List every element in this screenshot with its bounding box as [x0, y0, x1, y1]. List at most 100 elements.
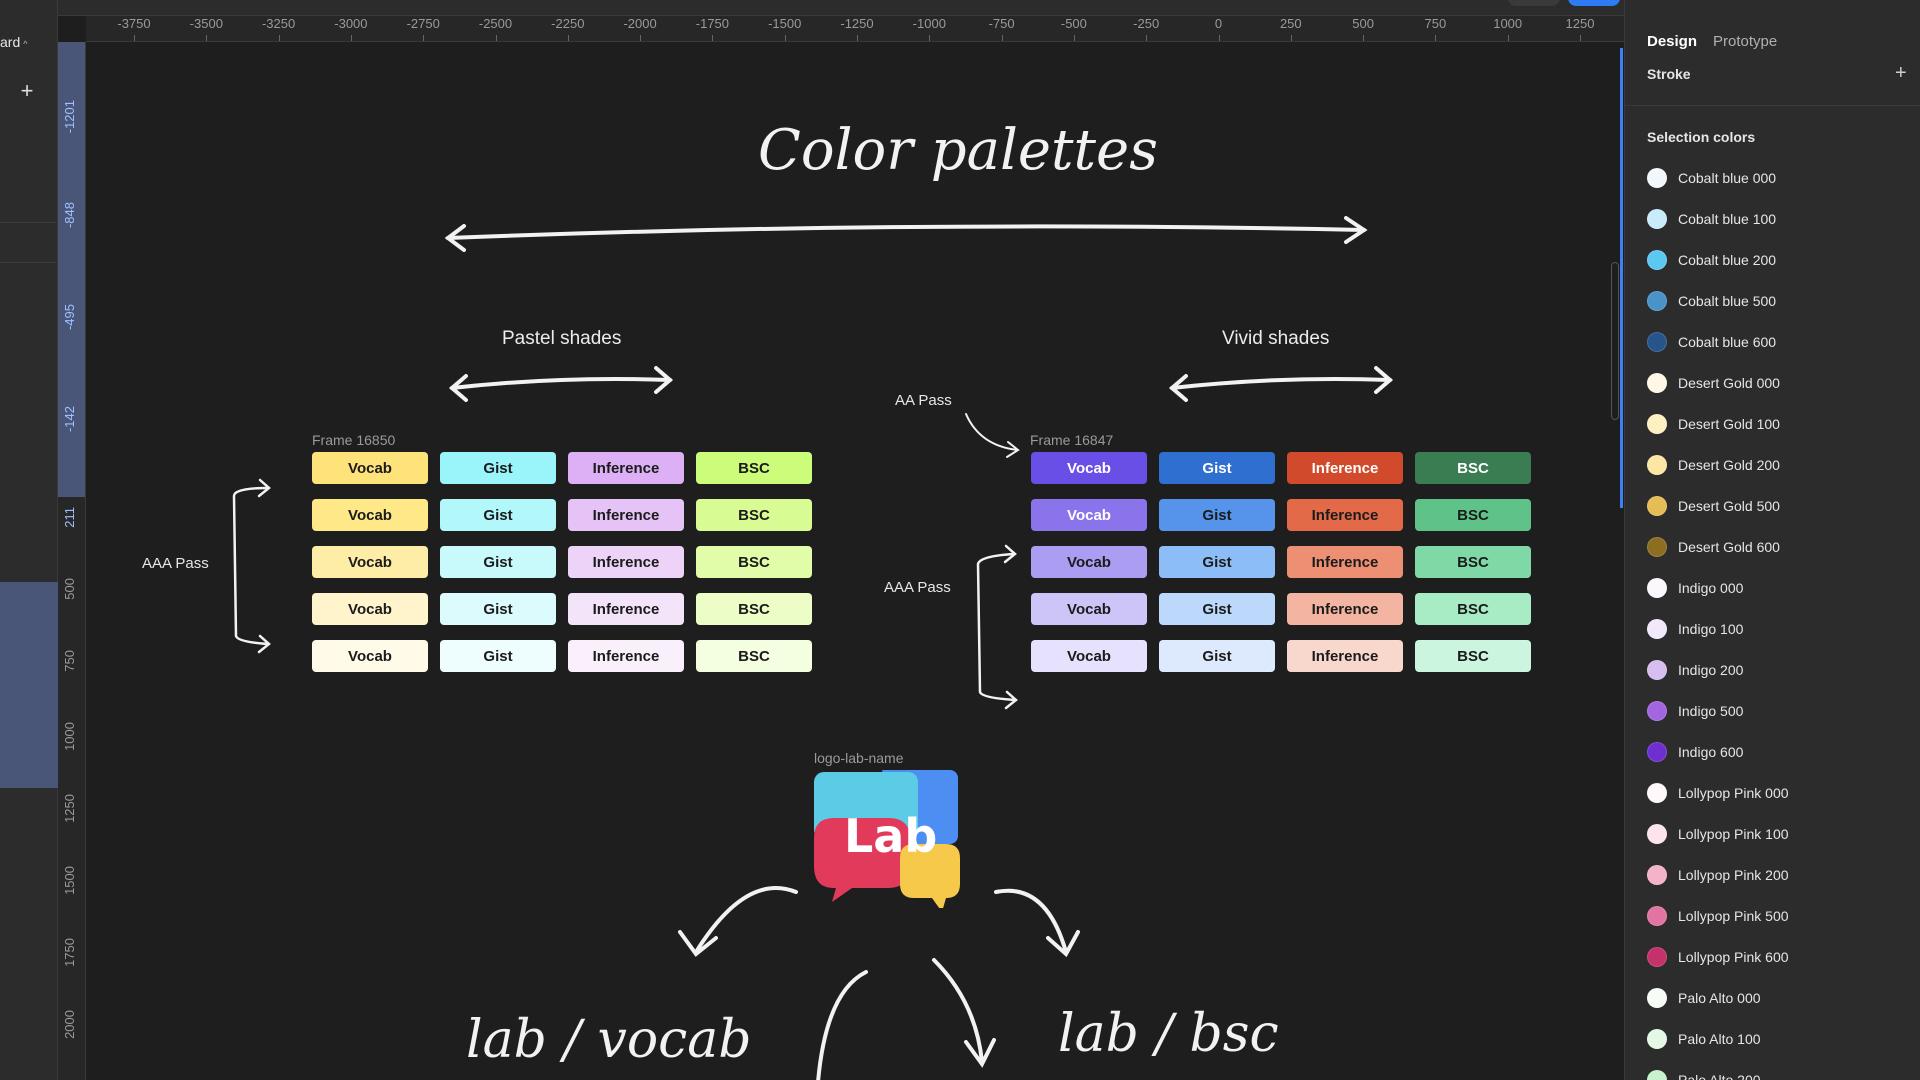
- color-swatch[interactable]: [1647, 783, 1667, 803]
- palette-chip[interactable]: BSC: [1415, 499, 1531, 531]
- palette-chip[interactable]: Inference: [1287, 593, 1403, 625]
- vivid-frame-label[interactable]: Frame 16847: [1030, 432, 1114, 448]
- color-swatch[interactable]: [1647, 701, 1667, 721]
- color-swatch[interactable]: [1647, 209, 1667, 229]
- palette-chip[interactable]: Gist: [440, 452, 556, 484]
- selection-color-item[interactable]: Indigo 600: [1647, 740, 1743, 764]
- plus-icon[interactable]: +: [20, 78, 34, 103]
- pastel-frame-label[interactable]: Frame 16850: [312, 432, 396, 448]
- selection-color-item[interactable]: Lollypop Pink 600: [1647, 945, 1789, 969]
- palette-chip[interactable]: Vocab: [312, 593, 428, 625]
- selection-color-item[interactable]: Indigo 200: [1647, 658, 1743, 682]
- palette-chip[interactable]: Gist: [440, 499, 556, 531]
- palette-chip[interactable]: BSC: [1415, 452, 1531, 484]
- palette-chip[interactable]: Inference: [568, 640, 684, 672]
- palette-chip[interactable]: Inference: [1287, 640, 1403, 672]
- color-swatch[interactable]: [1647, 578, 1667, 598]
- palette-chip[interactable]: BSC: [696, 640, 812, 672]
- selection-color-item[interactable]: Cobalt blue 100: [1647, 207, 1776, 231]
- palette-chip[interactable]: BSC: [1415, 640, 1531, 672]
- tab-design[interactable]: Design: [1647, 33, 1698, 50]
- palette-chip[interactable]: Inference: [568, 593, 684, 625]
- selection-color-item[interactable]: Desert Gold 500: [1647, 494, 1780, 518]
- palette-chip[interactable]: Vocab: [1031, 640, 1147, 672]
- selection-color-item[interactable]: Cobalt blue 500: [1647, 289, 1776, 313]
- color-swatch[interactable]: [1647, 1029, 1667, 1049]
- palette-chip[interactable]: BSC: [1415, 546, 1531, 578]
- color-swatch[interactable]: [1647, 455, 1667, 475]
- color-swatch[interactable]: [1647, 865, 1667, 885]
- panel-resize-handle[interactable]: [1620, 48, 1623, 508]
- selection-color-item[interactable]: Palo Alto 100: [1647, 1027, 1761, 1051]
- toolbar-toggle[interactable]: [1508, 0, 1560, 6]
- palette-chip[interactable]: Vocab: [1031, 546, 1147, 578]
- share-button[interactable]: [1568, 0, 1620, 6]
- selection-color-item[interactable]: Palo Alto 200: [1647, 1068, 1761, 1080]
- selection-color-item[interactable]: Desert Gold 100: [1647, 412, 1780, 436]
- color-swatch[interactable]: [1647, 168, 1667, 188]
- palette-chip[interactable]: Vocab: [1031, 499, 1147, 531]
- color-swatch[interactable]: [1647, 414, 1667, 434]
- selection-color-item[interactable]: Lollypop Pink 500: [1647, 904, 1789, 928]
- color-swatch[interactable]: [1647, 988, 1667, 1008]
- color-swatch[interactable]: [1647, 906, 1667, 926]
- palette-chip[interactable]: Gist: [1159, 593, 1275, 625]
- palette-chip[interactable]: Vocab: [312, 640, 428, 672]
- selection-color-item[interactable]: Lollypop Pink 000: [1647, 781, 1789, 805]
- selection-color-item[interactable]: Cobalt blue 200: [1647, 248, 1776, 272]
- page-selector[interactable]: ard^: [0, 34, 27, 50]
- color-swatch[interactable]: [1647, 660, 1667, 680]
- palette-chip[interactable]: Vocab: [1031, 593, 1147, 625]
- selection-color-item[interactable]: Indigo 000: [1647, 576, 1743, 600]
- selected-layer-highlight[interactable]: [0, 582, 58, 788]
- selection-color-item[interactable]: Indigo 500: [1647, 699, 1743, 723]
- palette-chip[interactable]: Gist: [1159, 546, 1275, 578]
- palette-chip[interactable]: Inference: [568, 452, 684, 484]
- vertical-scrollbar[interactable]: [1611, 262, 1619, 420]
- palette-chip[interactable]: Gist: [1159, 499, 1275, 531]
- color-swatch[interactable]: [1647, 947, 1667, 967]
- color-swatch[interactable]: [1647, 742, 1667, 762]
- palette-chip[interactable]: Gist: [440, 593, 556, 625]
- selection-color-item[interactable]: Lollypop Pink 200: [1647, 863, 1789, 887]
- palette-chip[interactable]: Vocab: [1031, 452, 1147, 484]
- tab-prototype[interactable]: Prototype: [1713, 33, 1778, 50]
- color-swatch[interactable]: [1647, 250, 1667, 270]
- palette-chip[interactable]: BSC: [696, 546, 812, 578]
- palette-chip[interactable]: Gist: [440, 546, 556, 578]
- color-swatch[interactable]: [1647, 537, 1667, 557]
- color-swatch[interactable]: [1647, 619, 1667, 639]
- selection-color-item[interactable]: Desert Gold 000: [1647, 371, 1780, 395]
- palette-chip[interactable]: Inference: [568, 546, 684, 578]
- selection-color-item[interactable]: Indigo 100: [1647, 617, 1743, 641]
- palette-chip[interactable]: Gist: [440, 640, 556, 672]
- palette-chip[interactable]: Inference: [1287, 452, 1403, 484]
- selection-color-item[interactable]: Cobalt blue 600: [1647, 330, 1776, 354]
- selection-color-item[interactable]: Lollypop Pink 100: [1647, 822, 1789, 846]
- palette-chip[interactable]: Inference: [1287, 546, 1403, 578]
- color-swatch[interactable]: [1647, 332, 1667, 352]
- lab-logo[interactable]: Lab: [814, 768, 960, 908]
- palette-chip[interactable]: BSC: [696, 499, 812, 531]
- palette-chip[interactable]: Inference: [568, 499, 684, 531]
- palette-chip[interactable]: BSC: [696, 593, 812, 625]
- selection-color-item[interactable]: Desert Gold 200: [1647, 453, 1780, 477]
- palette-chip[interactable]: Vocab: [312, 546, 428, 578]
- palette-chip[interactable]: Gist: [1159, 452, 1275, 484]
- color-swatch[interactable]: [1647, 291, 1667, 311]
- palette-chip[interactable]: BSC: [696, 452, 812, 484]
- palette-chip[interactable]: Gist: [1159, 640, 1275, 672]
- palette-chip[interactable]: Vocab: [312, 499, 428, 531]
- logo-frame-label[interactable]: logo-lab-name: [814, 750, 904, 766]
- selection-color-item[interactable]: Desert Gold 600: [1647, 535, 1780, 559]
- plus-icon[interactable]: +: [1895, 62, 1907, 84]
- selection-color-item[interactable]: Palo Alto 000: [1647, 986, 1761, 1010]
- palette-chip[interactable]: Inference: [1287, 499, 1403, 531]
- color-swatch[interactable]: [1647, 1070, 1667, 1080]
- color-swatch[interactable]: [1647, 824, 1667, 844]
- color-swatch[interactable]: [1647, 373, 1667, 393]
- palette-chip[interactable]: Vocab: [312, 452, 428, 484]
- selection-color-item[interactable]: Cobalt blue 000: [1647, 166, 1776, 190]
